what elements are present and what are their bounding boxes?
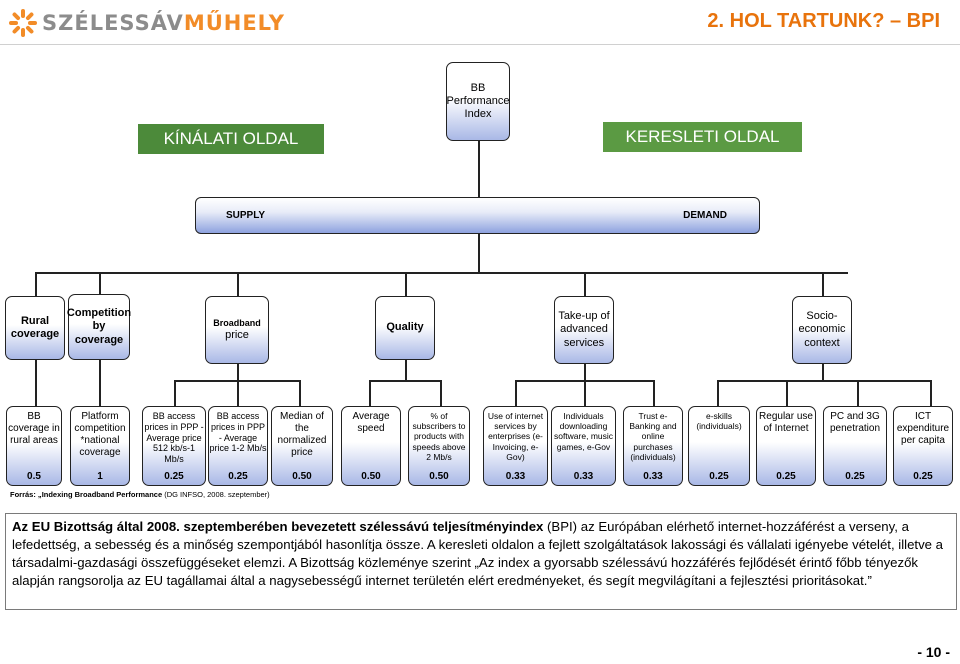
connector — [584, 272, 586, 296]
connector — [822, 364, 824, 380]
socio-economic-node: Socio-economic context — [792, 296, 852, 364]
connector — [237, 272, 239, 296]
supply-side-band: KÍNÁLATI OLDAL — [138, 124, 324, 154]
indicator-node: e-skills (individuals)0.25 — [688, 406, 750, 486]
connector — [237, 364, 239, 380]
connector — [405, 360, 407, 380]
indicator-node: BB access prices in PPP - Average price … — [208, 406, 268, 486]
indicator-node: % of subscribers to products with speeds… — [408, 406, 470, 486]
competition-node: Competition by coverage — [67, 294, 131, 360]
page-number: - 10 - — [917, 644, 950, 660]
connector — [653, 380, 655, 406]
source-note: Forrás: „Indexing Broadband Performance … — [10, 490, 270, 499]
connector — [35, 272, 848, 274]
connector — [369, 380, 371, 406]
connector — [369, 380, 440, 382]
indicator-node: Trust e-Banking and online purchases (in… — [623, 406, 683, 486]
connector — [99, 360, 101, 380]
description-text: Az EU Bizottság által 2008. szeptemberéb… — [5, 513, 957, 610]
connector — [478, 234, 480, 272]
demand-side-band: KERESLETI OLDAL — [603, 122, 802, 152]
supply-demand-node: SUPPLY DEMAND — [195, 197, 760, 234]
connector — [822, 272, 824, 296]
quality-node: Quality — [375, 296, 435, 360]
header-divider — [0, 44, 960, 45]
connector — [35, 272, 37, 296]
connector — [35, 360, 37, 380]
connector — [717, 380, 930, 382]
indicator-node: Individuals downloading software, music … — [551, 406, 616, 486]
bpi-root-node: BB Performance Index — [446, 62, 510, 141]
connector — [35, 380, 37, 406]
rural-coverage-node: Rural coverage — [5, 296, 65, 360]
connector — [584, 364, 586, 380]
connector — [584, 380, 586, 406]
supply-label: SUPPLY — [226, 210, 266, 221]
connector — [405, 272, 407, 296]
demand-label: DEMAND — [683, 210, 727, 221]
logo-text: SZÉLESSÁVMŰHELY — [42, 11, 285, 35]
connector — [174, 380, 176, 406]
connector — [99, 272, 101, 296]
logo-star-icon — [8, 8, 38, 38]
indicator-node: Use of internet services by enterprises … — [483, 406, 548, 486]
connector — [299, 380, 301, 406]
connector — [786, 380, 788, 406]
connector — [717, 380, 719, 406]
connector — [930, 380, 932, 406]
indicator-node: BB access prices in PPP - Average price … — [142, 406, 206, 486]
take-up-node: Take-up of advanced services — [554, 296, 614, 364]
logo: SZÉLESSÁVMŰHELY — [8, 6, 285, 40]
connector — [515, 380, 517, 406]
connector — [478, 141, 480, 197]
connector — [99, 380, 101, 406]
page-title: 2. HOL TARTUNK? – BPI — [707, 10, 940, 32]
broadband-price-node: Broadband price — [205, 296, 269, 364]
connector — [440, 380, 442, 406]
connector — [174, 380, 299, 382]
connector — [237, 380, 239, 406]
connector — [857, 380, 859, 406]
